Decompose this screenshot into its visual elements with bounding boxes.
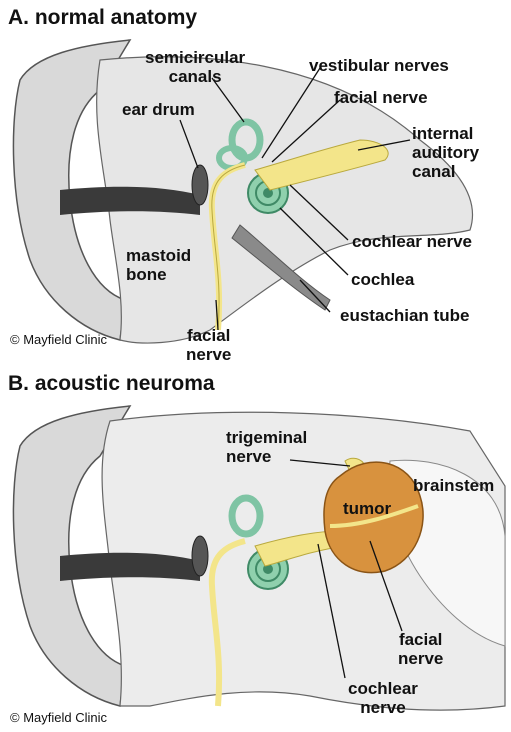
acoustic-neuroma-illustration bbox=[0, 366, 511, 732]
panel-title: B. acoustic neuroma bbox=[8, 372, 215, 396]
label-ear-drum: ear drum bbox=[122, 100, 195, 119]
ear-drum bbox=[192, 165, 208, 205]
label-cochlear-nerve: cochlear nerve bbox=[352, 232, 472, 251]
panel-acoustic-neuroma: B. acoustic neuroma trigeminal nerve bra… bbox=[0, 366, 511, 732]
label-vestibular-nerves: vestibular nerves bbox=[309, 56, 449, 75]
credit-text: © Mayfield Clinic bbox=[10, 332, 107, 347]
panel-normal-anatomy: A. normal anatomy semicircular canals ve… bbox=[0, 0, 511, 366]
label-mastoid-bone: mastoid bone bbox=[126, 246, 191, 284]
label-brainstem: brainstem bbox=[413, 476, 494, 495]
label-trigeminal-nerve: trigeminal nerve bbox=[226, 428, 307, 466]
panel-title: A. normal anatomy bbox=[8, 6, 197, 30]
label-internal-auditory-canal: internal auditory canal bbox=[412, 124, 479, 181]
label-facial-nerve-bottom: facial nerve bbox=[186, 326, 231, 364]
ear-drum bbox=[192, 536, 208, 576]
label-eustachian-tube: eustachian tube bbox=[340, 306, 469, 325]
label-tumor: tumor bbox=[343, 499, 391, 518]
label-facial-nerve: facial nerve bbox=[398, 630, 443, 668]
credit-text: © Mayfield Clinic bbox=[10, 710, 107, 725]
label-cochlear-nerve: cochlear nerve bbox=[348, 679, 418, 717]
label-semicircular-canals: semicircular canals bbox=[145, 48, 245, 86]
label-cochlea: cochlea bbox=[351, 270, 414, 289]
ear-canal bbox=[60, 553, 200, 581]
ear-canal bbox=[60, 187, 200, 215]
label-facial-nerve: facial nerve bbox=[334, 88, 428, 107]
